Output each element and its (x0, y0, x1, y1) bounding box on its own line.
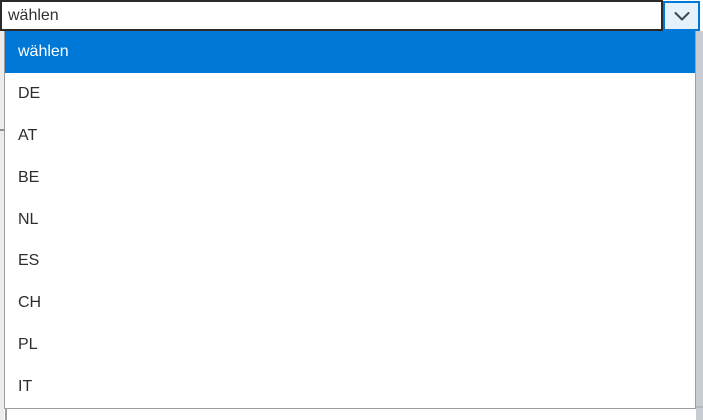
page-background-strip-left (0, 31, 4, 420)
country-select[interactable]: wählen (0, 0, 663, 31)
dropdown-option[interactable]: PL (5, 324, 695, 367)
dropdown-option[interactable]: BE (5, 156, 695, 199)
dropdown-option[interactable]: wählen (5, 31, 695, 73)
select-value: wählen (8, 6, 59, 24)
page-border-fragment (5, 409, 7, 420)
page-background-strip-right (696, 31, 703, 420)
dropdown-option[interactable]: DE (5, 72, 695, 115)
dropdown-option[interactable]: ES (5, 240, 695, 283)
chevron-down-icon (674, 11, 690, 21)
dropdown-option[interactable]: IT (5, 366, 695, 409)
dropdown-option[interactable]: AT (5, 114, 695, 157)
page-border-fragment (696, 406, 703, 408)
dropdown-option[interactable]: CH (5, 282, 695, 325)
dropdown-button[interactable] (663, 1, 700, 31)
dropdown-option[interactable]: NL (5, 198, 695, 241)
page-border-fragment (0, 129, 4, 131)
